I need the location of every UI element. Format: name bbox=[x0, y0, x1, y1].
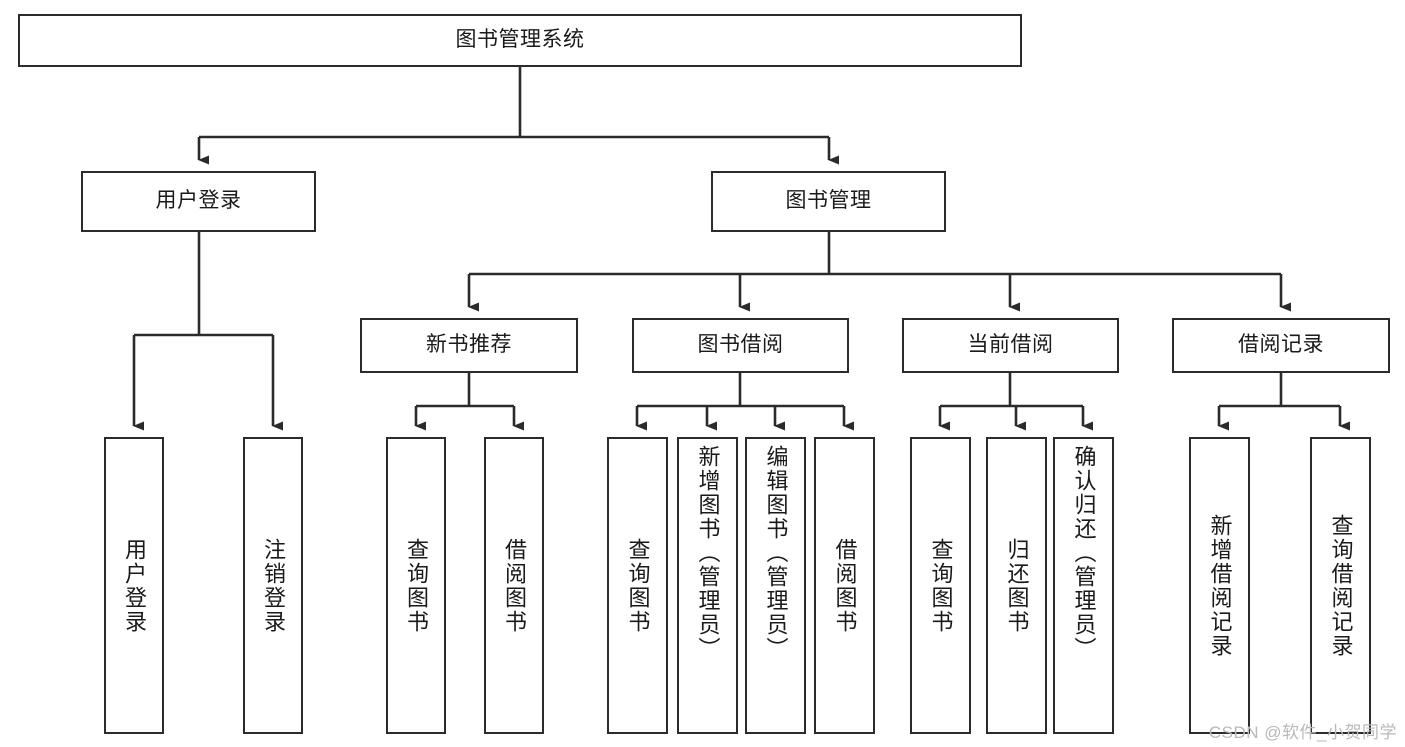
node-borrow-record[interactable]: 借阅记录 bbox=[1172, 318, 1390, 373]
leaf-node[interactable]: 借阅图书 bbox=[484, 437, 544, 734]
watermark-text: CSDN @软件_小贺同学 bbox=[1208, 723, 1397, 742]
node-book-borrow-label: 图书借阅 bbox=[697, 333, 784, 357]
leaf-node[interactable]: 用户登录 bbox=[104, 437, 164, 734]
node-book-management[interactable]: 图书管理 bbox=[711, 171, 946, 232]
leaf-node-label: 查询图书 bbox=[404, 537, 429, 634]
leaf-node[interactable]: 归还图书 bbox=[986, 437, 1047, 734]
leaf-node[interactable]: 查询图书 bbox=[386, 437, 446, 734]
node-root-label: 图书管理系统 bbox=[455, 28, 585, 52]
node-book-borrow[interactable]: 图书借阅 bbox=[632, 318, 849, 373]
leaf-node-label: 查询图书 bbox=[625, 537, 651, 634]
leaf-node[interactable]: 确认归还（管理员） bbox=[1053, 437, 1114, 734]
leaf-node[interactable]: 新增借阅记录 bbox=[1189, 437, 1250, 734]
leaf-node[interactable]: 借阅图书 bbox=[814, 437, 875, 734]
node-current-borrow[interactable]: 当前借阅 bbox=[902, 318, 1119, 373]
node-user-login[interactable]: 用户登录 bbox=[81, 171, 316, 232]
node-new-book-recommend-label: 新书推荐 bbox=[426, 333, 512, 357]
leaf-node-label: 新增图书（管理员） bbox=[695, 445, 721, 661]
leaf-node-label: 查询借阅记录 bbox=[1328, 513, 1354, 658]
node-current-borrow-label: 当前借阅 bbox=[967, 333, 1054, 357]
leaf-node[interactable]: 查询图书 bbox=[910, 437, 971, 734]
leaf-node[interactable]: 查询图书 bbox=[607, 437, 668, 734]
leaf-node-label: 新增借阅记录 bbox=[1207, 513, 1233, 658]
leaf-node[interactable]: 新增图书（管理员） bbox=[677, 437, 738, 734]
node-user-login-label: 用户登录 bbox=[155, 189, 242, 213]
leaf-node[interactable]: 编辑图书（管理员） bbox=[745, 437, 806, 734]
node-borrow-record-label: 借阅记录 bbox=[1238, 333, 1324, 357]
node-new-book-recommend[interactable]: 新书推荐 bbox=[360, 318, 578, 373]
leaf-node[interactable]: 注销登录 bbox=[243, 437, 303, 734]
node-root-system[interactable]: 图书管理系统 bbox=[18, 14, 1022, 67]
leaf-node-label: 编辑图书（管理员） bbox=[763, 445, 789, 661]
leaf-node-label: 借阅图书 bbox=[832, 537, 858, 634]
leaf-node-label: 确认归还（管理员） bbox=[1071, 445, 1097, 661]
leaf-node-label: 用户登录 bbox=[122, 537, 147, 634]
node-book-management-label: 图书管理 bbox=[785, 189, 872, 213]
leaf-node[interactable]: 查询借阅记录 bbox=[1310, 437, 1371, 734]
leaf-node-label: 查询图书 bbox=[928, 537, 954, 634]
leaf-node-label: 归还图书 bbox=[1004, 537, 1030, 634]
leaf-node-label: 注销登录 bbox=[261, 537, 286, 634]
leaf-node-label: 借阅图书 bbox=[502, 537, 527, 634]
